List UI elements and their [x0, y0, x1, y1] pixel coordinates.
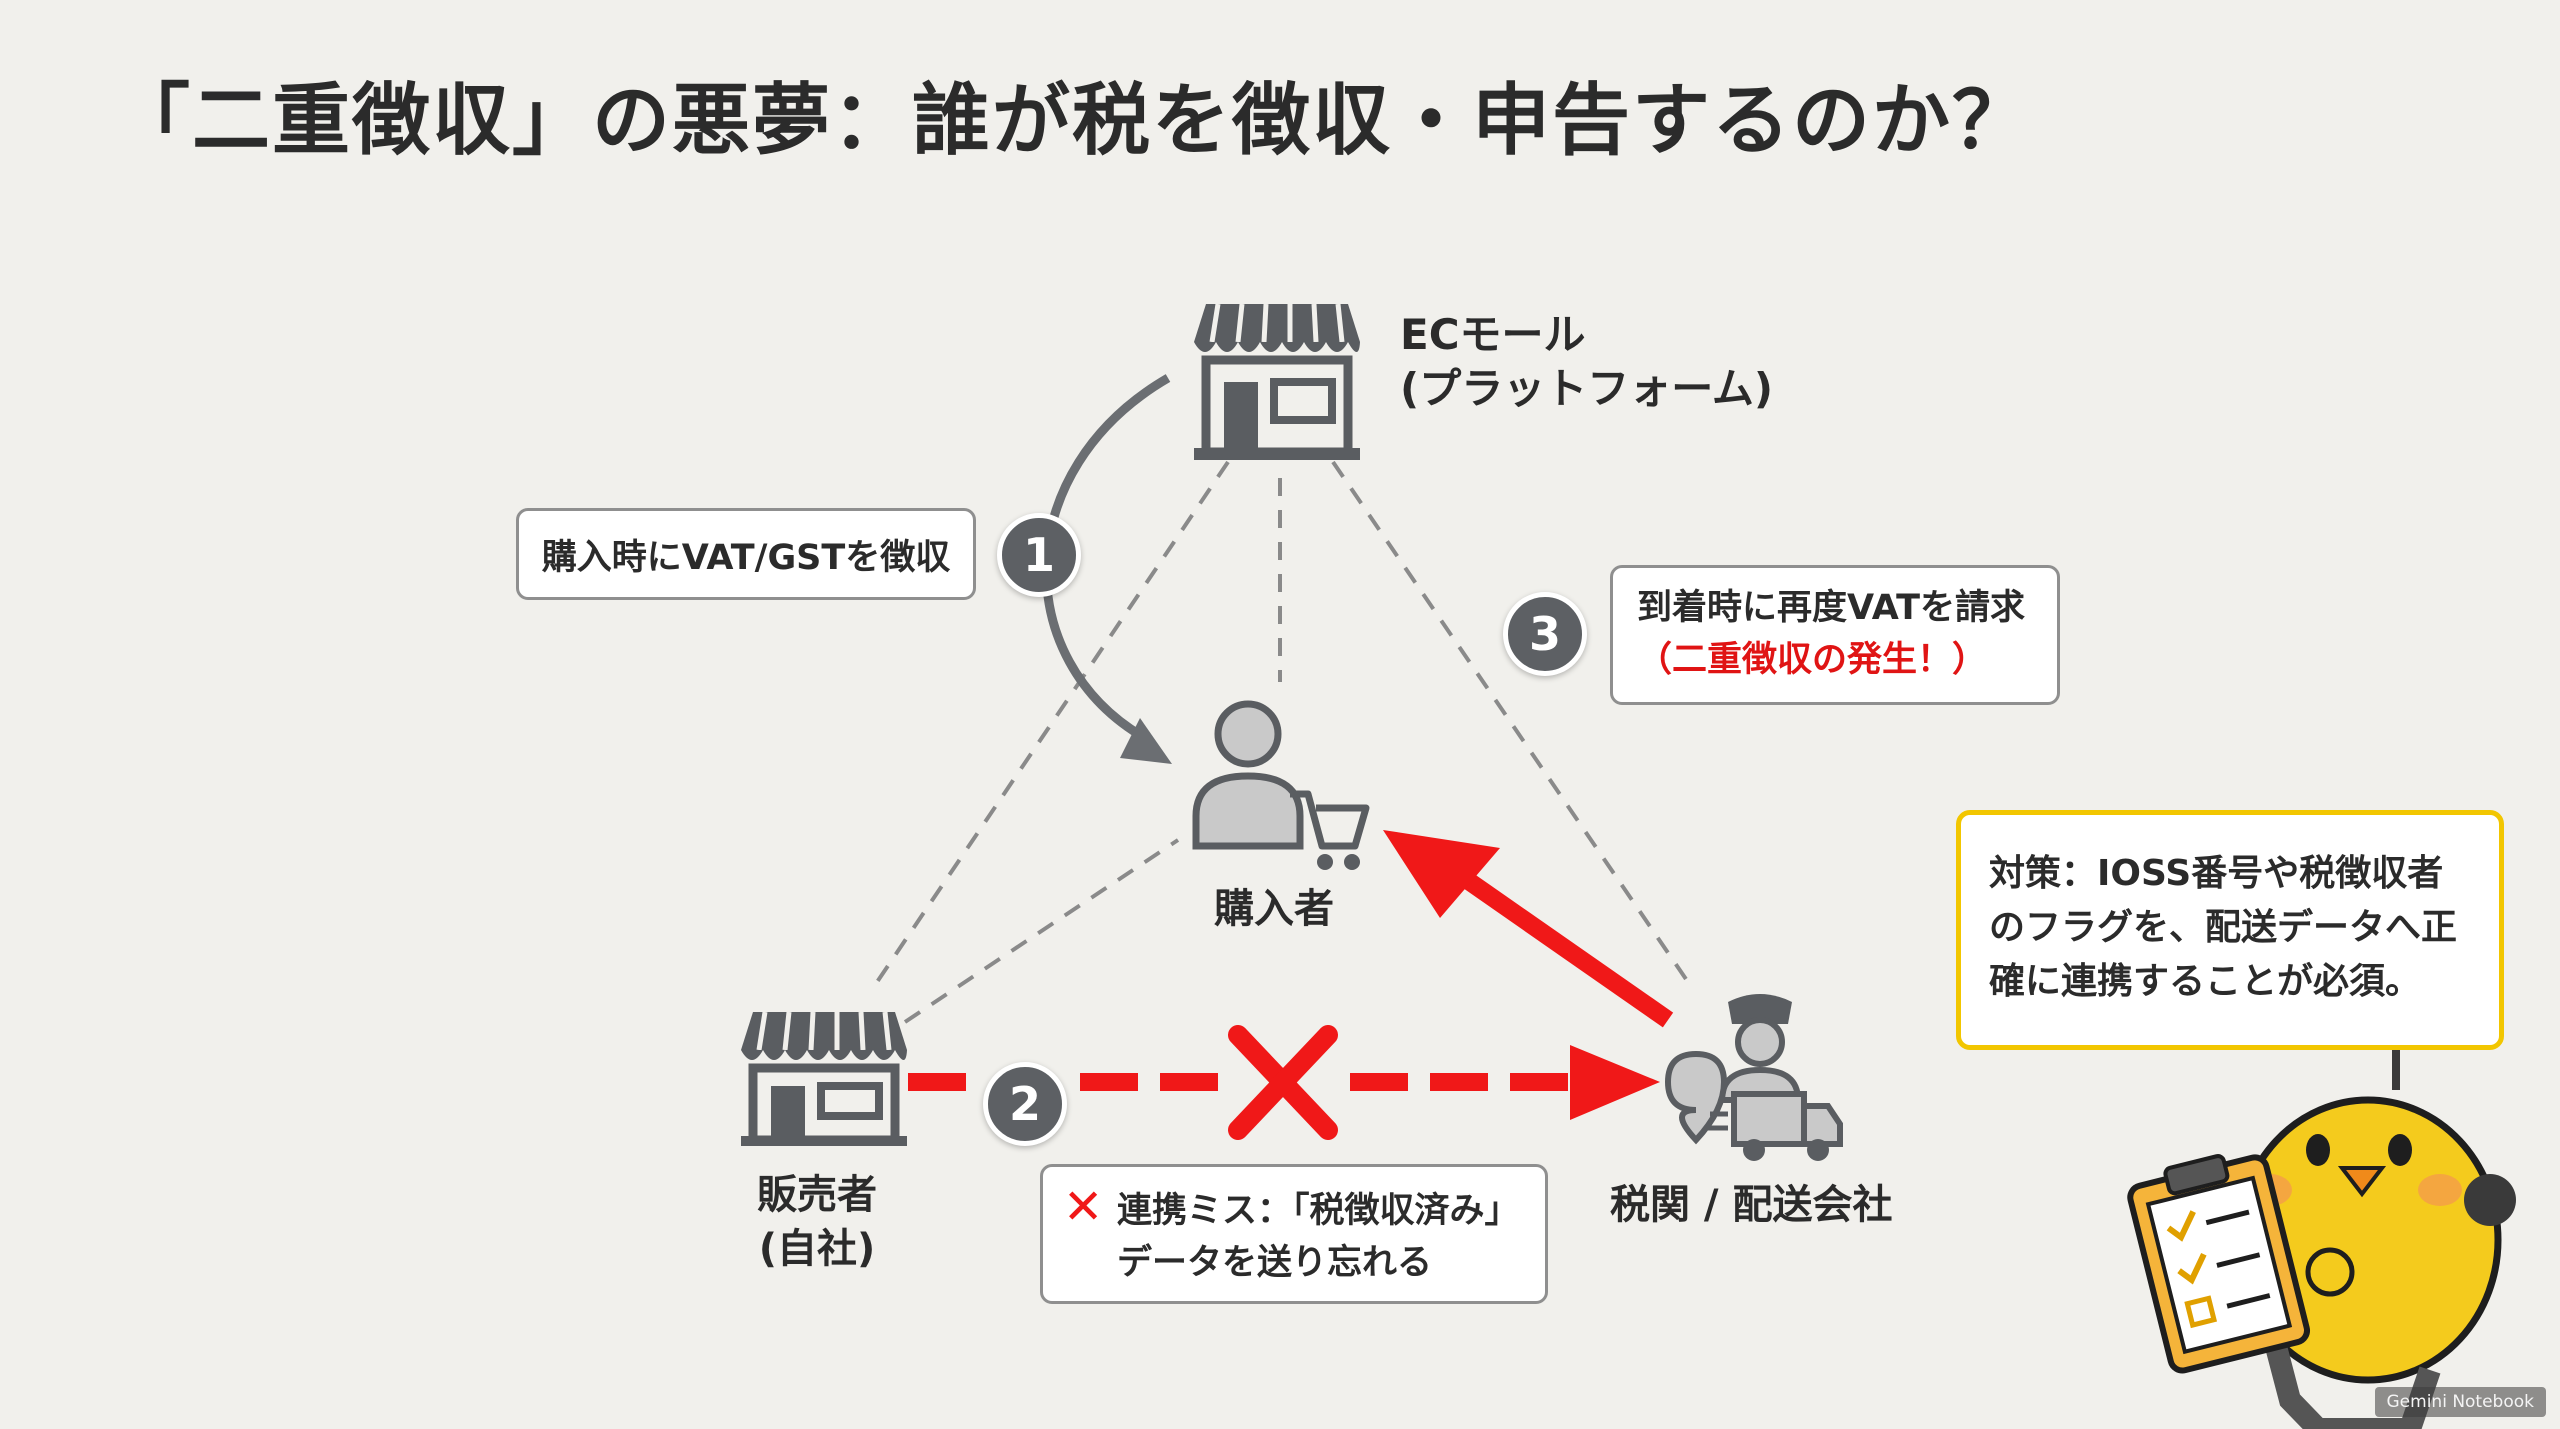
buyer-label: 購入者 — [1214, 886, 1334, 932]
curved-arrow-step1-head — [1120, 718, 1172, 764]
person-cart-icon-buyer — [1192, 700, 1370, 870]
red-dashed-line-step2 — [908, 1073, 1568, 1091]
step1-box: 購入時にVAT/GSTを徴収 — [516, 508, 976, 600]
step3-badge: 3 — [1503, 592, 1587, 676]
step3-box: 到着時に再度VATを請求 （二重徴収の発生！） — [1610, 565, 2060, 705]
cross-mark-icon: ✕ — [1063, 1179, 1104, 1235]
step1-badge: 1 — [997, 513, 1081, 597]
page-title: 「二重徴収」の悪夢：誰が税を徴収・申告するのか？ — [112, 76, 2033, 166]
seller-label-line1: 販売者 — [757, 1172, 877, 1218]
step2-text-line1: 連携ミス：「税徴収済み」 — [1117, 1191, 1520, 1231]
dashed-line-seller-buyer — [903, 838, 1180, 1024]
mascot-robot-icon — [2127, 1008, 2516, 1429]
watermark: Gemini Notebook — [2374, 1387, 2546, 1417]
dashed-line-mall-customs — [1331, 460, 1692, 987]
step2-badge: 2 — [983, 1062, 1067, 1146]
step2-box: ✕ 連携ミス：「税徴収済み」 データを送り忘れる — [1040, 1164, 1548, 1304]
ec-mall-label-line2: (プラットフォーム) — [1400, 364, 1774, 413]
ec-mall-label-line1: ECモール — [1400, 310, 1586, 359]
red-arrowhead-step3 — [1383, 830, 1500, 918]
countermeasure-text: 対策：IOSS番号や税徴収者のフラグを、配送データへ正確に連携することが必須。 — [1989, 853, 2458, 1002]
step2-text-line2: データを送り忘れる — [1117, 1243, 1433, 1283]
customs-truck-icon — [1664, 994, 1843, 1161]
seller-label-line2: (自社) — [758, 1226, 876, 1272]
store-icon-seller — [741, 1011, 907, 1146]
countermeasure-note: 対策：IOSS番号や税徴収者のフラグを、配送データへ正確に連携することが必須。 — [1956, 810, 2504, 1050]
red-cross-icon — [1228, 1025, 1338, 1140]
step3-text-line1: 到着時に再度VATを請求 — [1637, 588, 2025, 628]
red-arrowhead-step2 — [1570, 1045, 1660, 1120]
ec-mall-label: ECモール (プラットフォーム) — [1400, 308, 1773, 416]
store-icon-ec-mall — [1194, 303, 1360, 460]
step3-text-line2: （二重徴収の発生！） — [1637, 640, 1988, 680]
dashed-line-mall-seller — [873, 460, 1230, 987]
step1-text: 購入時にVAT/GSTを徴収 — [541, 537, 951, 578]
red-arrow-step3 — [1444, 860, 1674, 1028]
customs-label: 税関 / 配送会社 — [1610, 1182, 1893, 1228]
seller-label: 販売者 (自社) — [742, 1168, 892, 1276]
